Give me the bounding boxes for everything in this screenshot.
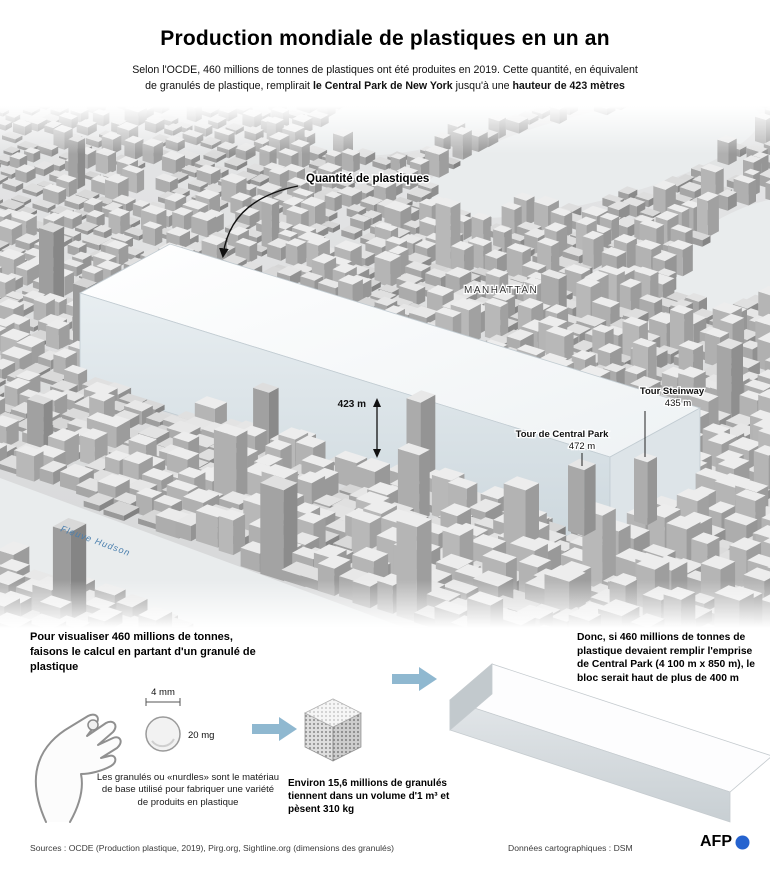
map-top-fade [0,106,770,154]
central-park-tower-height: 472 m [569,441,595,452]
subtitle-bold-central-park: le Central Park de New York [312,80,453,93]
subtitle-line2-part1: de granulés de plastique, remplirait [145,80,313,93]
hand-outline [34,713,122,823]
subtitle-line2-part2: jusqu'à une [452,80,513,93]
block-quantity-label: Quantité de plastiques [306,173,429,185]
pellet-in-hand-icon [87,719,99,731]
explainer-intro-text: Pour visualiser 460 millions de tonnes, … [30,631,256,673]
step-arrow-1 [252,717,297,741]
pellet-size-dimension-icon [145,698,181,706]
pellet-size-label: 4 mm [151,687,175,698]
afp-logo-text: AFP [700,833,732,850]
arrow-right-icon [252,717,297,741]
height-double-arrow-icon [373,398,381,458]
pellet-shading [151,738,175,748]
steinway-tower-height: 435 m [665,398,691,409]
granule-cube-icon [304,698,362,762]
pellet-weight-label: 20 mg [188,730,214,741]
nurdles-caption: Les granulés ou «nurdles» sont le matéri… [96,772,280,808]
subtitle: Selon l'OCDE, 460 millions de tonnes de … [60,62,710,95]
manhattan-label: MANHATTAN [464,285,538,296]
block-height-label: 423 m [338,399,366,410]
page-title: Production mondiale de plastiques en un … [160,27,610,50]
subtitle-line1: Selon l'OCDE, 460 millions de tonnes de … [132,64,638,76]
block-annotation-arrow-icon [219,185,299,259]
arrow-right-icon [392,667,437,691]
map-credit-text: Données cartographiques : DSM [508,843,633,853]
sources-text: Sources : OCDE (Production plastique, 20… [30,843,394,853]
cube-caption: Environ 15,6 millions de granulés tienne… [288,778,450,815]
central-park-tower-label: Tour de Central Park [516,429,609,440]
step-arrow-2 [392,667,437,691]
afp-logo: AFP [700,833,750,851]
conclusion-text: Donc, si 460 millions de tonnes de plast… [577,632,755,685]
pellet-zoom: 4 mm 20 mg [145,687,214,752]
hand-illustration [34,713,122,823]
steinway-tower-label: Tour Steinway [640,386,705,397]
result-block [449,663,770,823]
result-block-end [449,663,493,731]
tower-leader-lines [581,411,646,466]
afp-dot-icon [735,835,750,849]
city-map: Quantité de plastiques MANHATTAN 423 m T… [0,106,770,628]
map-bottom-fade [0,580,770,628]
subtitle-bold-height: hauteur de 423 mètres [512,80,625,93]
